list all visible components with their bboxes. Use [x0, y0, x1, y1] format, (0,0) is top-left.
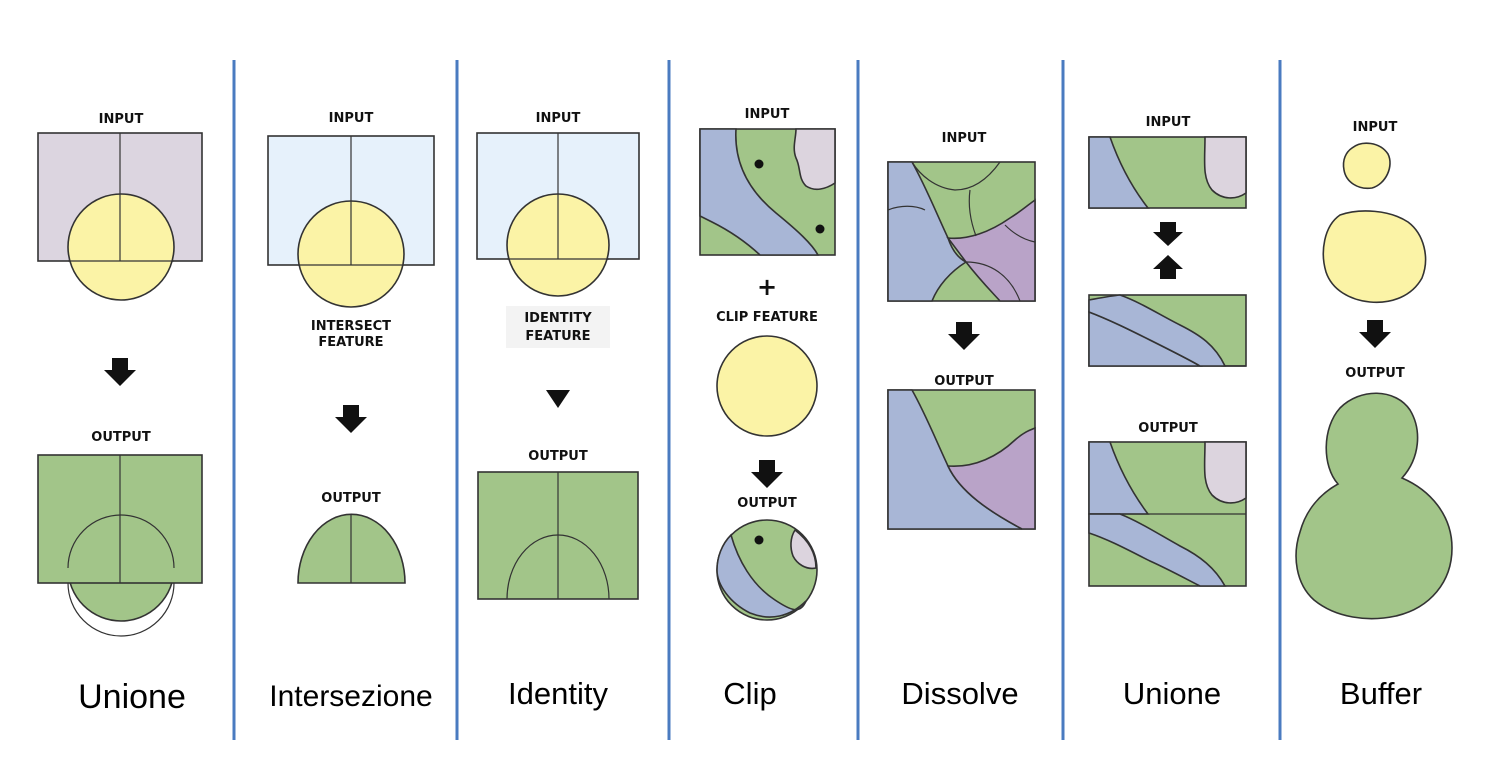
- arrow-down-icon: [1153, 222, 1183, 246]
- arrow-down-icon: [751, 460, 783, 488]
- output-label: OUTPUT: [321, 491, 381, 506]
- panel-union-1: INPUT OUTPUT Unione: [37, 112, 203, 716]
- plus-sign: +: [757, 273, 777, 301]
- output-buffer-shape: [1295, 392, 1453, 620]
- feature-label-line2: FEATURE: [318, 335, 383, 350]
- input-label: INPUT: [536, 111, 581, 126]
- input-large-blob: [1322, 210, 1427, 304]
- panel-clip: INPUT + CLIP FEATURE OUTPUT Clip: [699, 107, 836, 711]
- feature-label: CLIP FEATURE: [716, 310, 818, 325]
- output-label: OUTPUT: [91, 430, 151, 445]
- input-circle: [67, 193, 175, 301]
- input-label: INPUT: [745, 107, 790, 122]
- output-label: OUTPUT: [1138, 421, 1198, 436]
- panel-title: Intersezione: [269, 680, 432, 713]
- panel-intersect: INPUT INTERSECT FEATURE OUTPUT Intersezi…: [267, 111, 435, 713]
- feature-label-line1: INTERSECT: [311, 319, 391, 334]
- panel-title: Unione: [78, 678, 186, 716]
- feature-label-line1: IDENTITY: [524, 311, 592, 326]
- panel-dissolve: INPUT OUTPUT Dissolve: [887, 131, 1036, 711]
- output-label: OUTPUT: [528, 449, 588, 464]
- clip-feature-circle: [716, 335, 818, 437]
- arrow-down-icon: [335, 405, 367, 433]
- feature-label-line2: FEATURE: [525, 329, 590, 344]
- arrow-down-icon: [104, 358, 136, 386]
- panel-title: Identity: [508, 676, 608, 711]
- output-label: OUTPUT: [737, 496, 797, 511]
- arrow-down-icon: [948, 322, 980, 350]
- input-label: INPUT: [942, 131, 987, 146]
- panel-identity: INPUT IDENTITY FEATURE OUTPUT Identity: [476, 111, 640, 711]
- panel-title: Buffer: [1340, 676, 1422, 711]
- arrow-down-icon: [1359, 320, 1391, 348]
- output-label: OUTPUT: [934, 374, 994, 389]
- output-label: OUTPUT: [1345, 366, 1405, 381]
- panel-title: Unione: [1123, 676, 1221, 711]
- input-small-blob: [1342, 142, 1391, 190]
- input-label: INPUT: [329, 111, 374, 126]
- panel-title: Dissolve: [901, 676, 1018, 711]
- arrow-up-icon: [1153, 255, 1183, 279]
- input-label: INPUT: [99, 112, 144, 127]
- arrow-down-icon: [546, 390, 570, 408]
- input-label: INPUT: [1353, 120, 1398, 135]
- panel-buffer: INPUT OUTPUT Buffer: [1295, 120, 1453, 711]
- panel-title: Clip: [723, 676, 776, 711]
- panel-union-2: INPUT OUTPUT Unione: [1088, 115, 1247, 711]
- input-label: INPUT: [1146, 115, 1191, 130]
